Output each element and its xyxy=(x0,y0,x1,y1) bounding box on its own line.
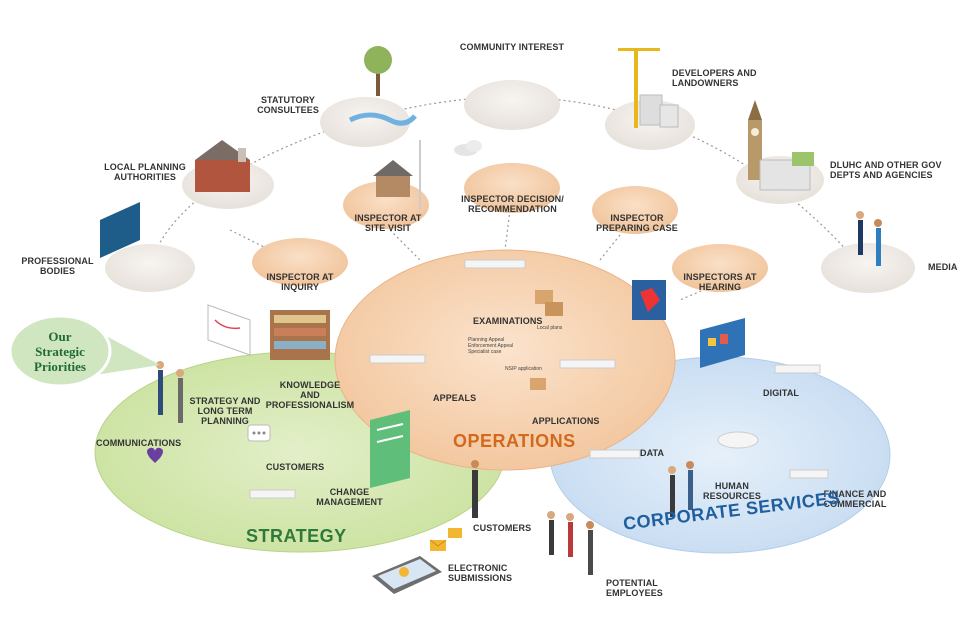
label-nsip: NSIP application xyxy=(505,366,542,372)
label-media: MEDIA xyxy=(928,262,958,272)
label-professional-bodies: PROFESSIONAL BODIES xyxy=(21,256,94,276)
operations-disc xyxy=(334,249,676,471)
label-knowledge: KNOWLEDGE AND PROFESSIONALISM xyxy=(265,380,355,410)
label-local-plans: Local plans xyxy=(537,325,563,331)
node-statutory-consultees-disc xyxy=(320,97,410,147)
dotted-link xyxy=(389,229,421,261)
cloud-icon xyxy=(454,140,482,156)
node-preparing-case-disc xyxy=(592,186,678,234)
label-inspector-decision: INSPECTOR DECISION/ RECOMMENDATION xyxy=(461,194,564,214)
label-potential-employees: POTENTIAL EMPLOYEES xyxy=(606,578,663,598)
green-board-icon xyxy=(370,410,410,488)
heart-icon xyxy=(147,447,163,463)
town-hall-icon xyxy=(195,140,250,192)
node-professional-bodies-disc xyxy=(105,244,195,292)
house-icon xyxy=(373,140,421,210)
section-title-strategy: STRATEGY xyxy=(246,526,347,546)
bookshelf-icon xyxy=(270,310,330,360)
boxes-icon xyxy=(530,290,563,390)
label-electronic-submissions: ELECTRONIC SUBMISSIONS xyxy=(448,563,513,583)
label-human-resources: HUMAN RESOURCES xyxy=(703,481,761,501)
big-ben-icon xyxy=(748,100,814,191)
label-dluhc: DLUHC AND OTHER GOV DEPTS AND AGENCIES xyxy=(830,160,942,180)
desk-clusters xyxy=(249,259,829,499)
priorities-badge xyxy=(8,314,112,388)
node-inquiry-disc xyxy=(252,238,348,286)
dotted-link xyxy=(599,234,621,261)
strategic-priorities-label: Our Strategic Priorities xyxy=(34,328,86,374)
label-communications: COMMUNICATIONS xyxy=(96,438,182,448)
node-community-interest-disc xyxy=(464,80,560,130)
node-hearing-disc xyxy=(672,244,768,292)
label-appeal-types: Planning Appeal Enforcement Appeal Speci… xyxy=(468,337,514,355)
crane-icon xyxy=(618,48,679,128)
dashboard-screen-icon xyxy=(700,318,745,368)
label-appeals: APPEALS xyxy=(433,393,477,403)
label-customers-strategy: CUSTOMERS xyxy=(266,462,325,472)
label-inspector-inquiry: INSPECTOR AT INQUIRY xyxy=(266,272,334,292)
node-inspector-decision-disc xyxy=(464,163,560,213)
label-local-planning-authorities: LOCAL PLANNING AUTHORITIES xyxy=(104,162,186,182)
envelope-icon xyxy=(429,528,462,551)
dotted-link xyxy=(504,209,511,251)
whiteboard-icon xyxy=(207,304,251,356)
label-change-management: CHANGE MANAGEMENT xyxy=(316,487,383,507)
label-developers: DEVELOPERS AND LANDOWNERS xyxy=(672,68,757,88)
label-inspectors-hearing: INSPECTORS AT HEARING xyxy=(683,272,757,292)
label-inspector-preparing-case: INSPECTOR PREPARING CASE xyxy=(596,213,678,233)
label-customers-external: CUSTOMERS xyxy=(473,523,532,533)
label-finance: FINANCE AND COMMERCIAL xyxy=(823,489,887,509)
label-community-interest: COMMUNITY INTEREST xyxy=(459,42,565,52)
priorities-pointer xyxy=(95,330,160,375)
label-examinations: EXAMINATIONS xyxy=(473,316,543,326)
tablet-icon xyxy=(372,556,442,594)
label-applications: APPLICATIONS xyxy=(532,416,600,426)
node-media-disc xyxy=(821,243,915,293)
label-digital: DIGITAL xyxy=(763,388,800,398)
section-title-operations: OPERATIONS xyxy=(453,431,576,451)
map-screen-icon xyxy=(632,280,666,320)
label-data: DATA xyxy=(640,448,665,458)
label-statutory-consultees: STATUTORY CONSULTEES xyxy=(257,95,319,115)
presentation-screen-icon xyxy=(100,202,140,258)
tree-icon xyxy=(348,46,417,126)
label-strategy-planning: STRATEGY AND LONG TERM PLANNING xyxy=(189,396,261,426)
label-inspector-site-visit: INSPECTOR AT SITE VISIT xyxy=(354,213,422,233)
chat-bubble-icon xyxy=(247,424,271,442)
people-figures xyxy=(156,211,882,575)
